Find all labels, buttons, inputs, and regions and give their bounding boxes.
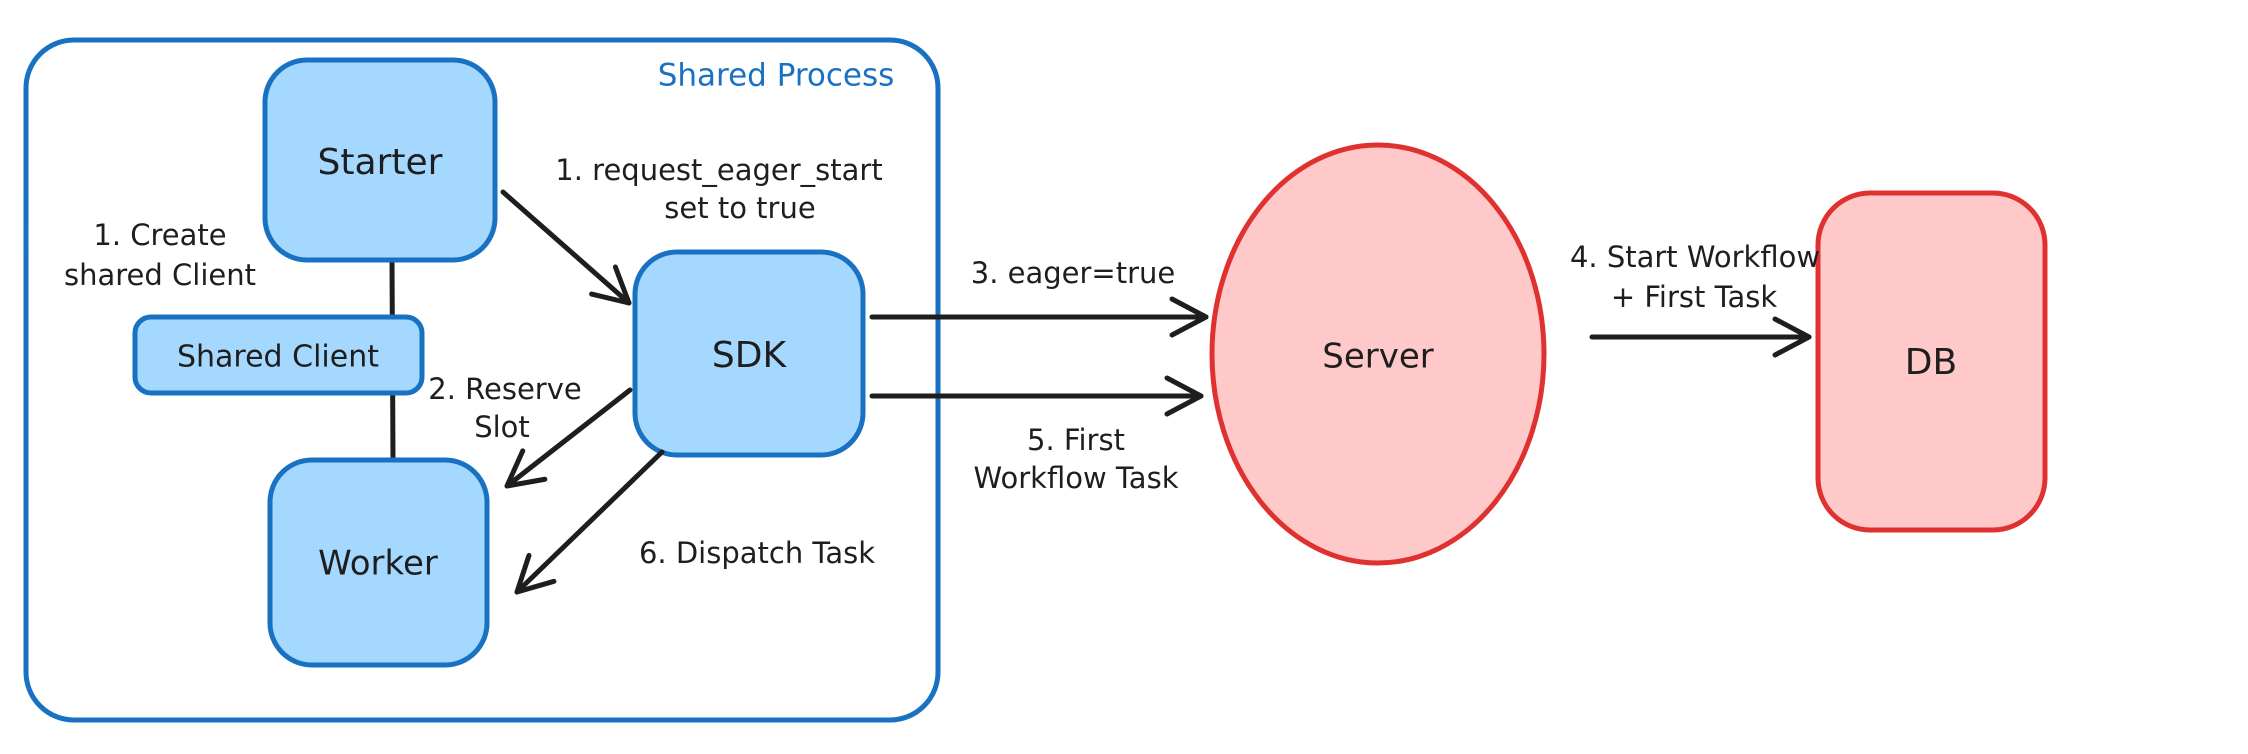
annotation-request-eager-start-line2: set to true	[664, 191, 815, 225]
server-label: Server	[1322, 337, 1434, 377]
annotation-create-shared-client-line2: shared Client	[64, 258, 256, 292]
shared-client-node: Shared Client	[132, 314, 425, 396]
worker-label: Worker	[318, 544, 438, 584]
annotation-start-workflow-line2: + First Task	[1611, 280, 1778, 314]
annotation-reserve-slot-line2: Slot	[474, 410, 530, 444]
sdk-node: SDK	[632, 249, 866, 458]
annotation-first-workflow-task-line1: 5. First	[1027, 423, 1125, 457]
shared-client-label: Shared Client	[177, 340, 379, 375]
starter-label: Starter	[318, 142, 443, 183]
annotations: 1. Create shared Client 1. request_eager…	[64, 153, 1820, 570]
db-box	[1815, 190, 2048, 533]
annotation-first-workflow-task-line2: Workflow Task	[974, 461, 1179, 495]
server-node: Server	[1209, 142, 1547, 566]
sdk-label: SDK	[712, 335, 788, 376]
arrow-starter-to-sdk	[500, 189, 632, 306]
worker-box	[267, 457, 490, 668]
annotation-dispatch-task: 6. Dispatch Task	[639, 536, 875, 570]
arrow-sdk-to-worker-dispatch	[514, 449, 665, 595]
arrow-sdk-to-worker-reserve	[504, 387, 633, 489]
annotation-reserve-slot-line1: 2. Reserve	[428, 372, 581, 406]
db-label: DB	[1905, 342, 1957, 383]
shared-process-title: Shared Process	[658, 58, 895, 94]
arrows	[500, 189, 1812, 595]
sdk-box	[632, 249, 866, 458]
annotation-eager-true: 3. eager=true	[971, 256, 1176, 290]
annotation-start-workflow-line1: 4. Start Workflow	[1570, 240, 1820, 274]
starter-node: Starter	[262, 57, 498, 263]
annotation-create-shared-client-line1: 1. Create	[93, 218, 226, 252]
starter-box	[262, 57, 498, 263]
annotation-request-eager-start-line1: 1. request_eager_start	[555, 153, 882, 187]
shared-process-frame	[23, 37, 941, 723]
worker-node: Worker	[267, 457, 490, 668]
shared-client-box	[132, 314, 425, 396]
server-ellipse	[1209, 142, 1547, 566]
db-node: DB	[1815, 190, 2048, 533]
